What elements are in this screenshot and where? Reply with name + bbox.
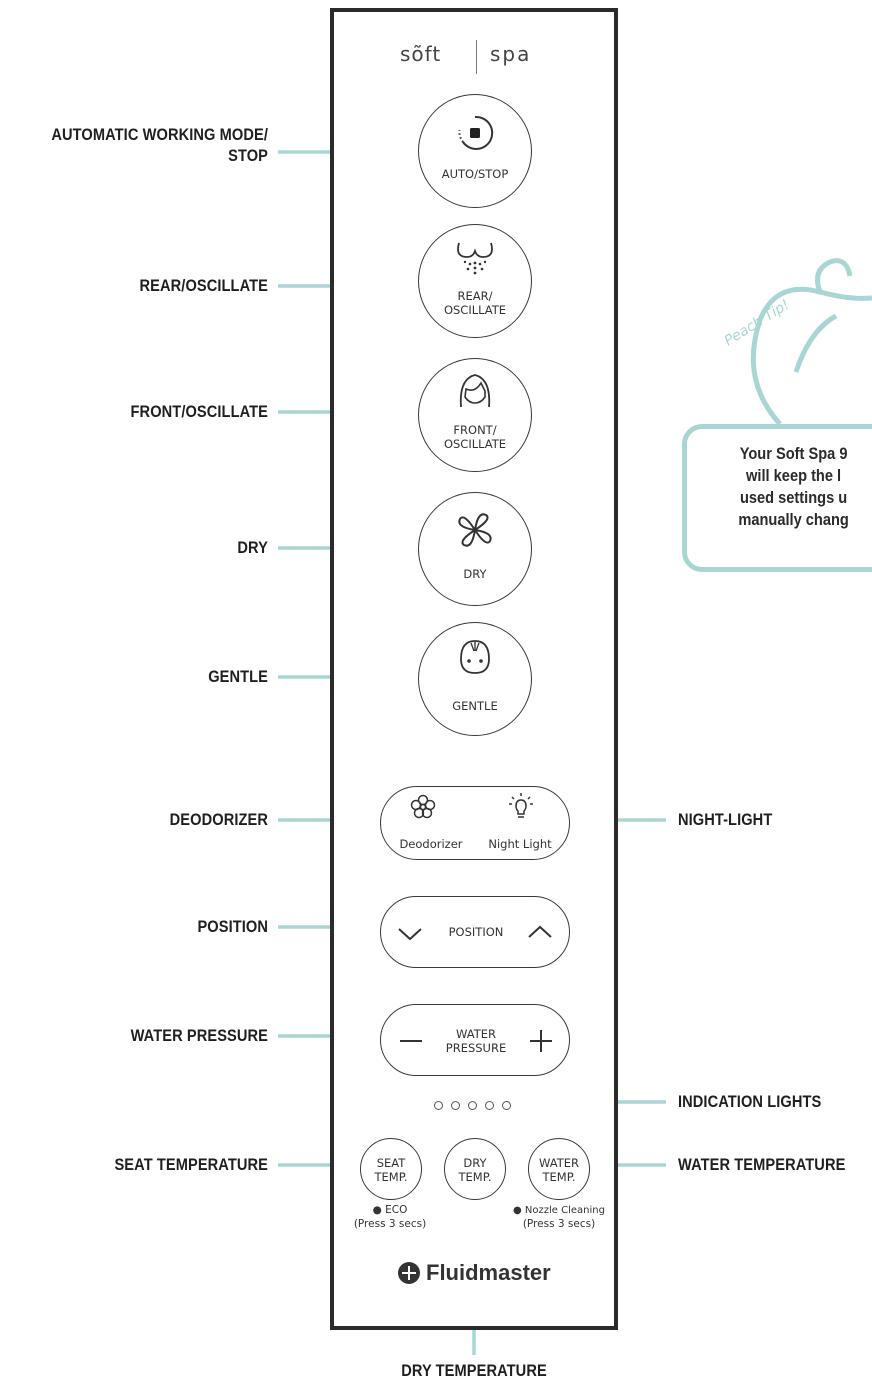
fan-icon (458, 513, 492, 547)
callout-dry-temperature: DRY TEMPERATURE (401, 1361, 547, 1380)
brand-divider (476, 40, 477, 74)
dry-label: DRY (463, 567, 487, 581)
water-pressure-pill: WATER PRESSURE (380, 1004, 570, 1076)
peach-icon (750, 258, 872, 426)
gentle-button[interactable]: GENTLE (418, 622, 532, 736)
front-label-line2: OSCILLATE (443, 437, 507, 451)
position-pill: POSITION (380, 896, 570, 968)
callout-indication-lights: INDICATION LIGHTS (678, 1092, 822, 1111)
water-temp-line2: TEMP. (542, 1170, 576, 1184)
night-light-button[interactable]: Night Light (476, 787, 571, 859)
brand-spa: spa (490, 42, 532, 66)
water-temp-button[interactable]: WATER TEMP. (528, 1138, 590, 1200)
deodorizer-label: Deodorizer (399, 837, 463, 851)
dry-temp-line2: TEMP. (458, 1170, 492, 1184)
indicator-light (502, 1101, 511, 1110)
nozzle-note-line1: ● Nozzle Cleaning (513, 1205, 605, 1216)
indicator-light (468, 1101, 477, 1110)
callout-water-pressure: WATER PRESSURE (130, 1026, 268, 1045)
deodorizer-nightlight-pill: Deodorizer Night Light (380, 786, 570, 860)
remote-panel: sõft spa AUTO/STOP REAR/ OSCILLATE (330, 8, 618, 1330)
gentle-label: GENTLE (452, 699, 498, 713)
seat-temp-line2: TEMP. (374, 1170, 408, 1184)
auto-stop-button[interactable]: AUTO/STOP (418, 94, 532, 208)
rear-label-line2: OSCILLATE (443, 303, 507, 317)
callout-water-temperature: WATER TEMPERATURE (678, 1155, 846, 1174)
position-label: POSITION (448, 925, 504, 939)
water-pressure-label-line1: WATER (456, 1027, 496, 1041)
brand-soft: sõft (400, 42, 442, 66)
rear-label-line1: REAR/ (457, 289, 493, 303)
indicator-light (451, 1101, 460, 1110)
indication-lights (430, 1101, 530, 1113)
rear-wash-icon (457, 242, 493, 275)
flower-icon (410, 794, 436, 819)
fluidmaster-logo: Fluidmaster (386, 1260, 586, 1290)
indicator-light (434, 1101, 443, 1110)
callout-front-oscillate: FRONT/OSCILLATE (130, 402, 268, 421)
callout-seat-temperature: SEAT TEMPERATURE (114, 1155, 269, 1174)
water-temp-line1: WATER (539, 1156, 579, 1170)
dry-temp-button[interactable]: DRY TEMP. (444, 1138, 506, 1200)
eco-note-line1: ● ECO (372, 1204, 408, 1216)
callout-night-light: NIGHT-LIGHT (678, 810, 773, 829)
water-pressure-label-line2: PRESSURE (445, 1041, 507, 1055)
fluidmaster-wordmark: Fluidmaster (426, 1260, 551, 1285)
callout-rear-oscillate: REAR/OSCILLATE (139, 276, 268, 295)
dry-temp-line1: DRY (463, 1156, 487, 1170)
lightbulb-icon (509, 793, 533, 818)
callout-auto-stop: AUTOMATIC WORKING MODE/ STOP (51, 125, 268, 165)
stop-icon (458, 115, 494, 150)
callout-dry: DRY (237, 538, 268, 557)
brand-header: sõft spa (334, 40, 614, 80)
callout-gentle: GENTLE (208, 667, 268, 686)
dry-button[interactable]: DRY (418, 492, 532, 606)
chevron-down-icon[interactable] (397, 925, 423, 943)
front-label-line1: FRONT/ (453, 423, 497, 437)
seat-temp-button[interactable]: SEAT TEMP. (360, 1138, 422, 1200)
auto-stop-label: AUTO/STOP (441, 167, 509, 181)
nozzle-note-line2: (Press 3 secs) (522, 1218, 596, 1230)
seat-temp-line1: SEAT (376, 1156, 406, 1170)
front-wash-icon (459, 374, 491, 408)
baby-face-icon (460, 640, 490, 674)
chevron-up-icon[interactable] (527, 923, 553, 941)
plus-icon[interactable] (529, 1029, 553, 1053)
minus-icon[interactable] (399, 1029, 423, 1053)
peach-tip-box: Your Soft Spa 9 will keep the l used set… (682, 424, 872, 572)
indicator-light (485, 1101, 494, 1110)
rear-oscillate-button[interactable]: REAR/ OSCILLATE (418, 224, 532, 338)
callout-position: POSITION (197, 917, 268, 936)
night-light-label: Night Light (488, 837, 552, 851)
callout-deodorizer: DEODORIZER (169, 810, 268, 829)
eco-note-line2: (Press 3 secs) (353, 1218, 427, 1230)
front-oscillate-button[interactable]: FRONT/ OSCILLATE (418, 358, 532, 472)
fluidmaster-logo-icon (398, 1262, 420, 1284)
deodorizer-button[interactable]: Deodorizer (381, 787, 476, 859)
peach-tip-text: Your Soft Spa 9 will keep the l used set… (738, 444, 849, 529)
